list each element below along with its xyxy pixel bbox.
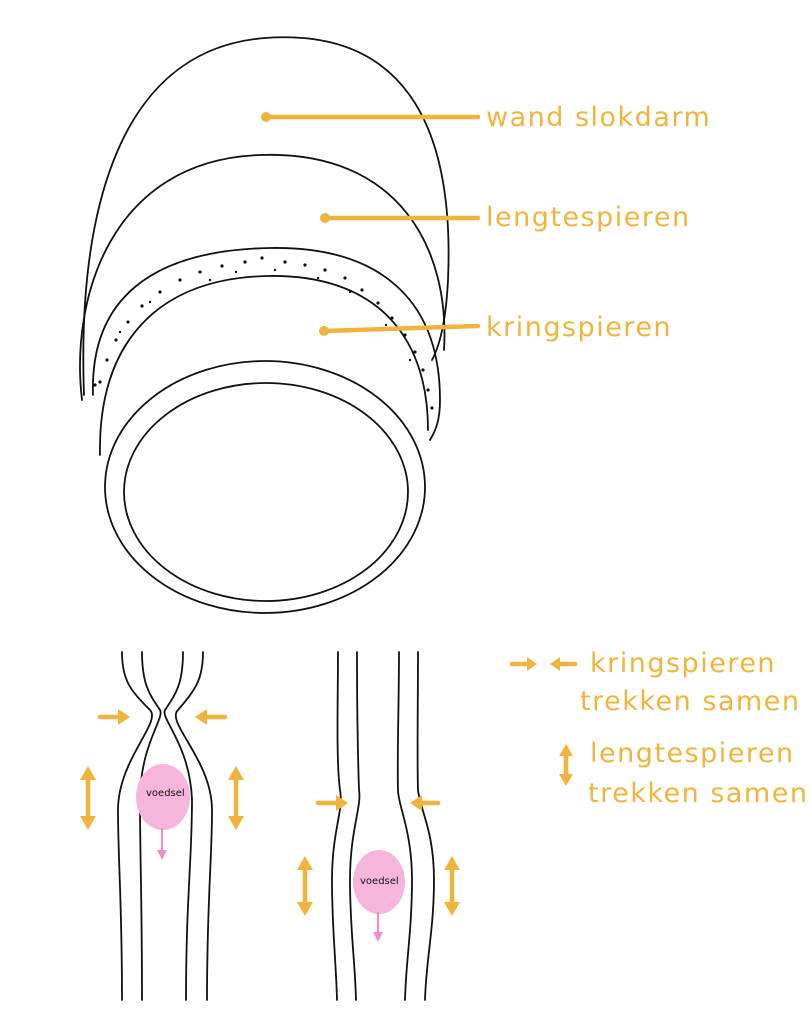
legend-circular-line1: kringspieren xyxy=(590,648,776,679)
lumen-opening xyxy=(123,382,409,602)
contraction-arrow-right xyxy=(195,709,228,725)
mucosa-outer-ring xyxy=(104,360,426,614)
length-arrow-left xyxy=(80,766,96,830)
circular-muscle-outer-outline xyxy=(92,247,441,441)
legend-length-arrow-icon xyxy=(559,744,573,786)
legend: kringspieren trekken samen lengtespieren… xyxy=(509,648,808,809)
legend-circular-line2: trekken samen xyxy=(580,686,800,717)
tube-right-outer xyxy=(175,651,213,1001)
contraction-arrow-left-2 xyxy=(315,795,348,811)
food-bolus-right: voedsel xyxy=(353,850,405,942)
label-pointer-wall xyxy=(261,112,481,122)
legend-longitudinal-line1: lengtespieren xyxy=(590,738,795,769)
label-circular: kringspieren xyxy=(486,312,672,343)
length-arrow-right xyxy=(228,766,244,830)
legend-longitudinal-line2: trekken samen xyxy=(588,778,808,809)
esophagus-cross-section: wand slokdarm lengtespieren kringspieren xyxy=(79,36,711,614)
tube2-right-inner xyxy=(396,651,413,1001)
label-pointer-longitudinal xyxy=(320,213,481,223)
outer-wall-outline xyxy=(82,36,450,396)
contraction-arrow-left xyxy=(97,709,130,725)
label-wall: wand slokdarm xyxy=(486,102,711,133)
length-arrow-right-2 xyxy=(444,856,460,916)
length-arrow-left-2 xyxy=(297,856,313,916)
tube-right-inner xyxy=(163,651,193,1001)
food-bolus-left: voedsel xyxy=(136,764,190,860)
peristalsis-stage-2: voedsel xyxy=(297,651,460,1001)
food-label-left: voedsel xyxy=(146,788,185,799)
tube2-right-outer xyxy=(416,651,435,1001)
peristalsis-stage-1: voedsel xyxy=(80,651,244,1001)
food-label-right: voedsel xyxy=(360,876,399,887)
legend-contraction-arrows-icon xyxy=(509,657,578,671)
tube2-left-outer xyxy=(331,651,342,1001)
label-pointer-circular xyxy=(319,323,481,336)
tube-left-inner xyxy=(139,651,162,1001)
contraction-arrow-right-2 xyxy=(410,795,441,811)
tube-left-outer xyxy=(117,651,153,1001)
longitudinal-muscle-outline xyxy=(79,154,446,401)
tube2-left-inner xyxy=(349,651,361,1001)
circular-muscle-stippling xyxy=(93,256,434,410)
label-longitudinal: lengtespieren xyxy=(486,202,691,233)
circular-muscle-inner-outline xyxy=(99,275,429,456)
